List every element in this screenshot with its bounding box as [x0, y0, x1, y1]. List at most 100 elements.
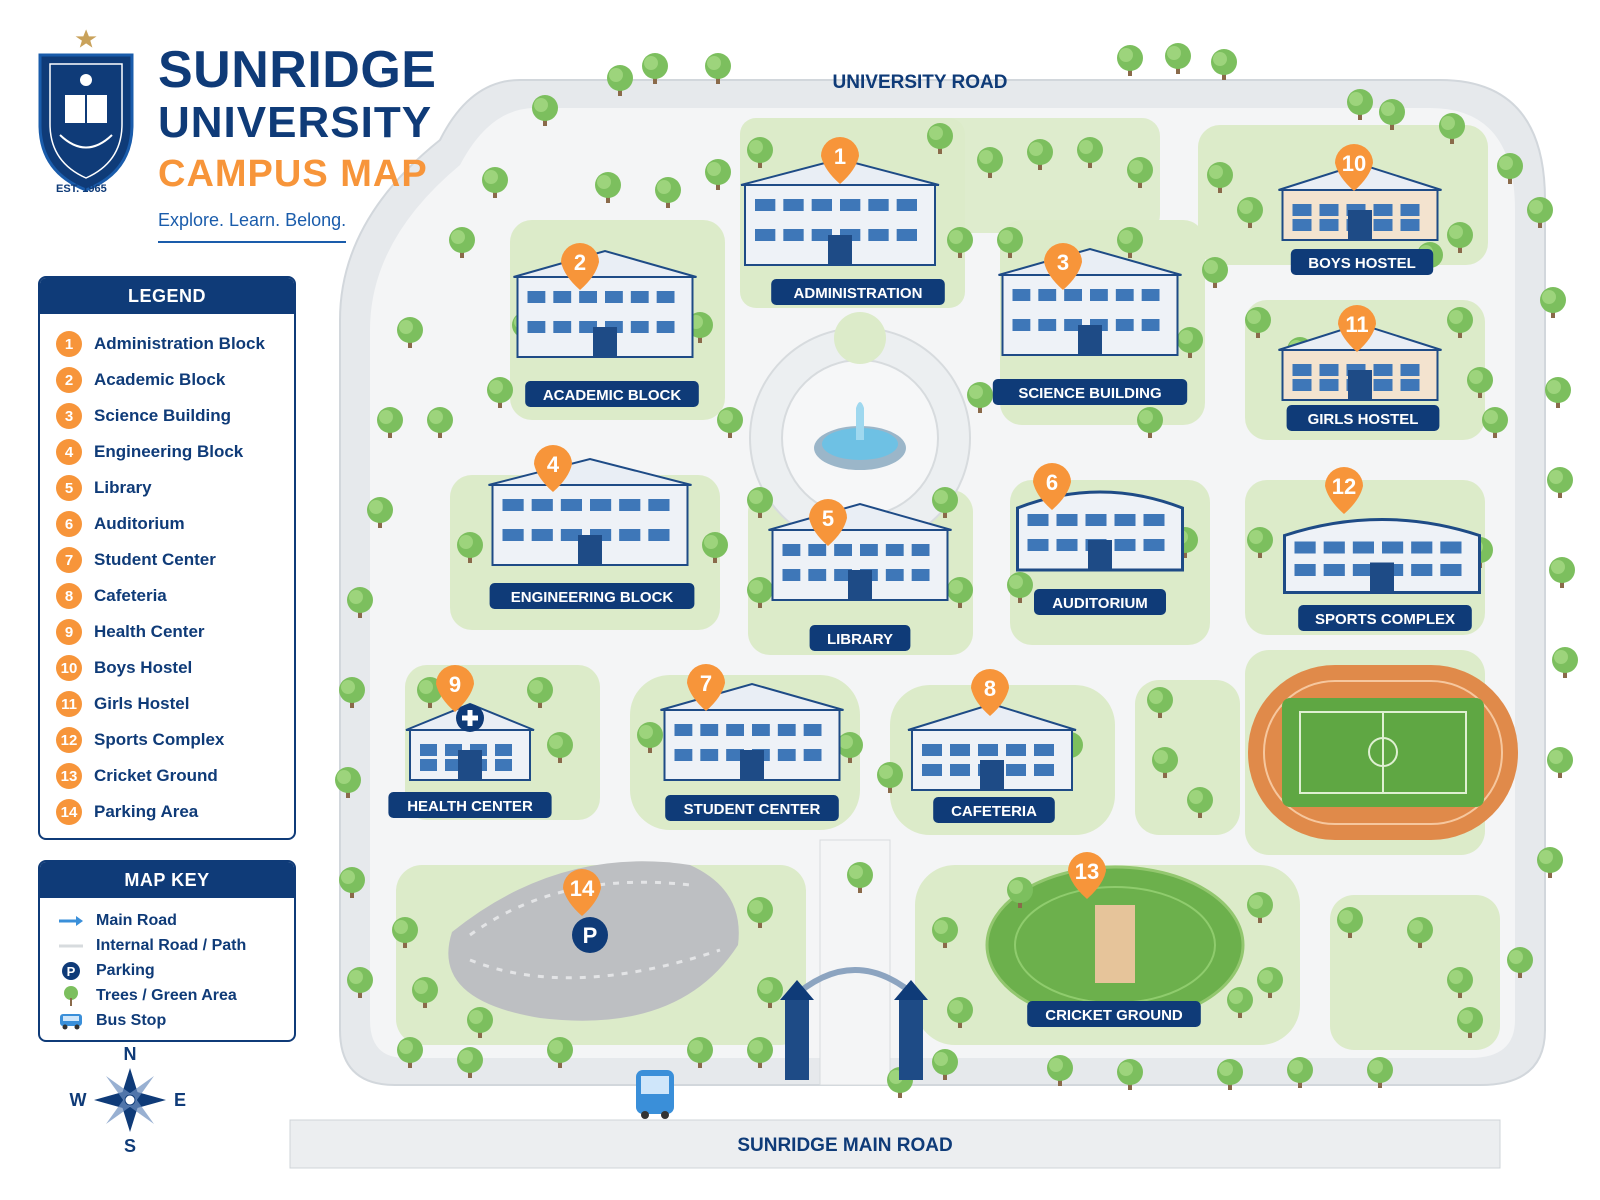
tree-icon: [1007, 877, 1033, 908]
map-marker-7[interactable]: 7: [687, 664, 725, 711]
tree-icon: [1552, 647, 1578, 678]
tree-icon: [1467, 367, 1493, 398]
map-key-title: MAP KEY: [40, 862, 294, 898]
tree-icon: [377, 407, 403, 438]
map-marker-5[interactable]: 5: [809, 499, 847, 546]
tree-icon: [1447, 967, 1473, 998]
map-marker-3[interactable]: 3: [1044, 243, 1082, 290]
tree-icon: [1379, 99, 1405, 130]
tree-icon: [1237, 197, 1263, 228]
tree-icon: [392, 917, 418, 948]
map-key-label: Bus Stop: [96, 1011, 167, 1029]
map-marker-14[interactable]: 14: [563, 869, 601, 916]
tree-icon: [607, 65, 633, 96]
tree-icon: [527, 677, 553, 708]
map-marker-6[interactable]: 6: [1033, 463, 1071, 510]
building-label: AUDITORIUM: [1052, 595, 1148, 612]
marker-number: 7: [700, 671, 712, 696]
tree-icon: [1497, 153, 1523, 184]
tree-icon: [457, 1047, 483, 1078]
map-marker-12[interactable]: 12: [1325, 467, 1363, 514]
tree-icon: [747, 897, 773, 928]
map-marker-9[interactable]: 9: [436, 665, 474, 712]
map-marker-1[interactable]: 1: [821, 137, 859, 184]
tree-icon: [1540, 287, 1566, 318]
tree-icon: [1407, 917, 1433, 948]
marker-number: 4: [547, 452, 560, 477]
building-14[interactable]: 14: [563, 869, 601, 916]
map-marker-2[interactable]: 2: [561, 243, 599, 290]
tree-icon: [339, 677, 365, 708]
map-marker-4[interactable]: 4: [534, 445, 572, 492]
tree-icon: [847, 862, 873, 893]
map-marker-8[interactable]: 8: [971, 669, 1009, 716]
tree-icon: [427, 407, 453, 438]
tree-icon: [997, 227, 1023, 258]
fountain-icon: [814, 402, 906, 470]
tree-icon: [1247, 527, 1273, 558]
bus-icon: [58, 1012, 84, 1030]
marker-number: 1: [834, 144, 846, 169]
tree-icon: [397, 317, 423, 348]
line-icon: [58, 940, 84, 952]
tree-icon: [877, 762, 903, 793]
legend-title: LEGEND: [40, 278, 294, 314]
building-9[interactable]: HEALTH CENTER 9: [388, 665, 552, 818]
tree-icon: [397, 1037, 423, 1068]
tree-icon: [932, 917, 958, 948]
legend-label: Library: [94, 478, 152, 497]
marker-number: 8: [984, 676, 996, 701]
legend-number: 12: [56, 727, 82, 753]
tree-icon: [1202, 257, 1228, 288]
tree-icon: [837, 732, 863, 763]
building-label-bg: [1034, 589, 1166, 615]
legend-number: 2: [56, 367, 82, 393]
map-marker-13[interactable]: 13: [1068, 852, 1106, 899]
parking-symbol: P: [583, 923, 598, 948]
marker-number: 2: [574, 250, 586, 275]
tree-icon: [1117, 1059, 1143, 1090]
tree-icon: [932, 1049, 958, 1080]
tree-icon: [1177, 327, 1203, 358]
building-6[interactable]: AUDITORIUM 6: [1016, 463, 1184, 615]
tree-icon: [947, 227, 973, 258]
building-label-bg: [489, 583, 695, 609]
tree-icon: [1347, 89, 1373, 120]
map-marker-11[interactable]: 11: [1338, 305, 1376, 352]
tree-icon: [1457, 1007, 1483, 1038]
tree-icon: [1147, 687, 1173, 718]
marker-number: 3: [1057, 250, 1069, 275]
map-marker-10[interactable]: 10: [1335, 144, 1373, 191]
building-label-bg: [809, 625, 911, 651]
building-label: HEALTH CENTER: [407, 798, 533, 815]
tree-icon: [367, 497, 393, 528]
legend-number: 13: [56, 763, 82, 789]
map-key-label: Internal Road / Path: [96, 936, 247, 954]
